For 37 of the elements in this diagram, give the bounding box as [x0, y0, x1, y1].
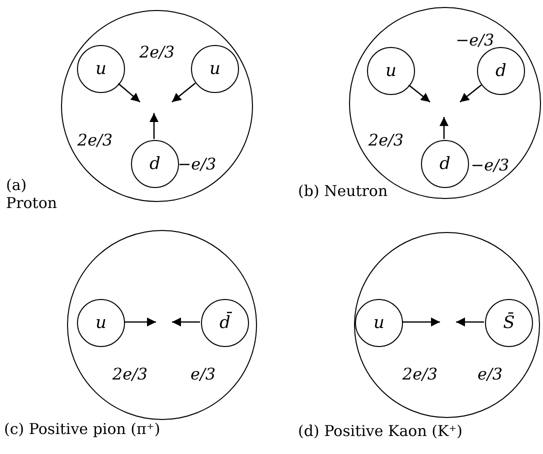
- charge-label: e/3: [190, 364, 216, 384]
- quark-circle: d: [421, 140, 469, 188]
- charge-label: 2e/3: [77, 130, 113, 150]
- quark-circle: u: [367, 47, 415, 95]
- quark-circle: d: [131, 140, 179, 188]
- quark-circle: u: [191, 45, 239, 93]
- panel-caption: (a) Proton: [6, 176, 58, 212]
- arrow: [456, 318, 484, 326]
- arrow: [172, 82, 196, 102]
- charge-label: 2e/3: [139, 42, 175, 62]
- panel-caption: (d) Positive Kaon (K⁺): [298, 422, 464, 440]
- panel-caption: (c) Positive pion (π⁺): [4, 420, 162, 438]
- charge-label: 2e/3: [368, 130, 404, 150]
- arrow: [150, 113, 158, 139]
- arrow: [440, 117, 448, 139]
- arrow: [124, 318, 156, 326]
- quark-circle: S̄: [485, 299, 533, 347]
- arrow: [460, 84, 482, 102]
- quark-circle: u: [77, 45, 125, 93]
- panel-caption: (b) Neutron: [298, 182, 389, 200]
- charge-label: 2e/3: [402, 364, 438, 384]
- charge-label: 2e/3: [112, 364, 148, 384]
- arrow: [118, 83, 140, 102]
- quark-circle: d̄: [201, 299, 249, 347]
- particle-circle: [67, 230, 257, 420]
- charge-label: −e/3: [456, 30, 494, 50]
- charge-label: −e/3: [470, 156, 510, 174]
- particle-circle: [354, 232, 540, 418]
- particle-circle: [61, 10, 253, 202]
- arrow: [402, 318, 440, 326]
- arrow: [408, 84, 430, 102]
- quark-circle: u: [77, 299, 125, 347]
- quark-circle: u: [355, 299, 403, 347]
- arrow: [172, 318, 200, 326]
- quark-circle: d: [477, 47, 525, 95]
- charge-label: −e/3: [178, 154, 216, 174]
- charge-label: e/3: [477, 364, 503, 384]
